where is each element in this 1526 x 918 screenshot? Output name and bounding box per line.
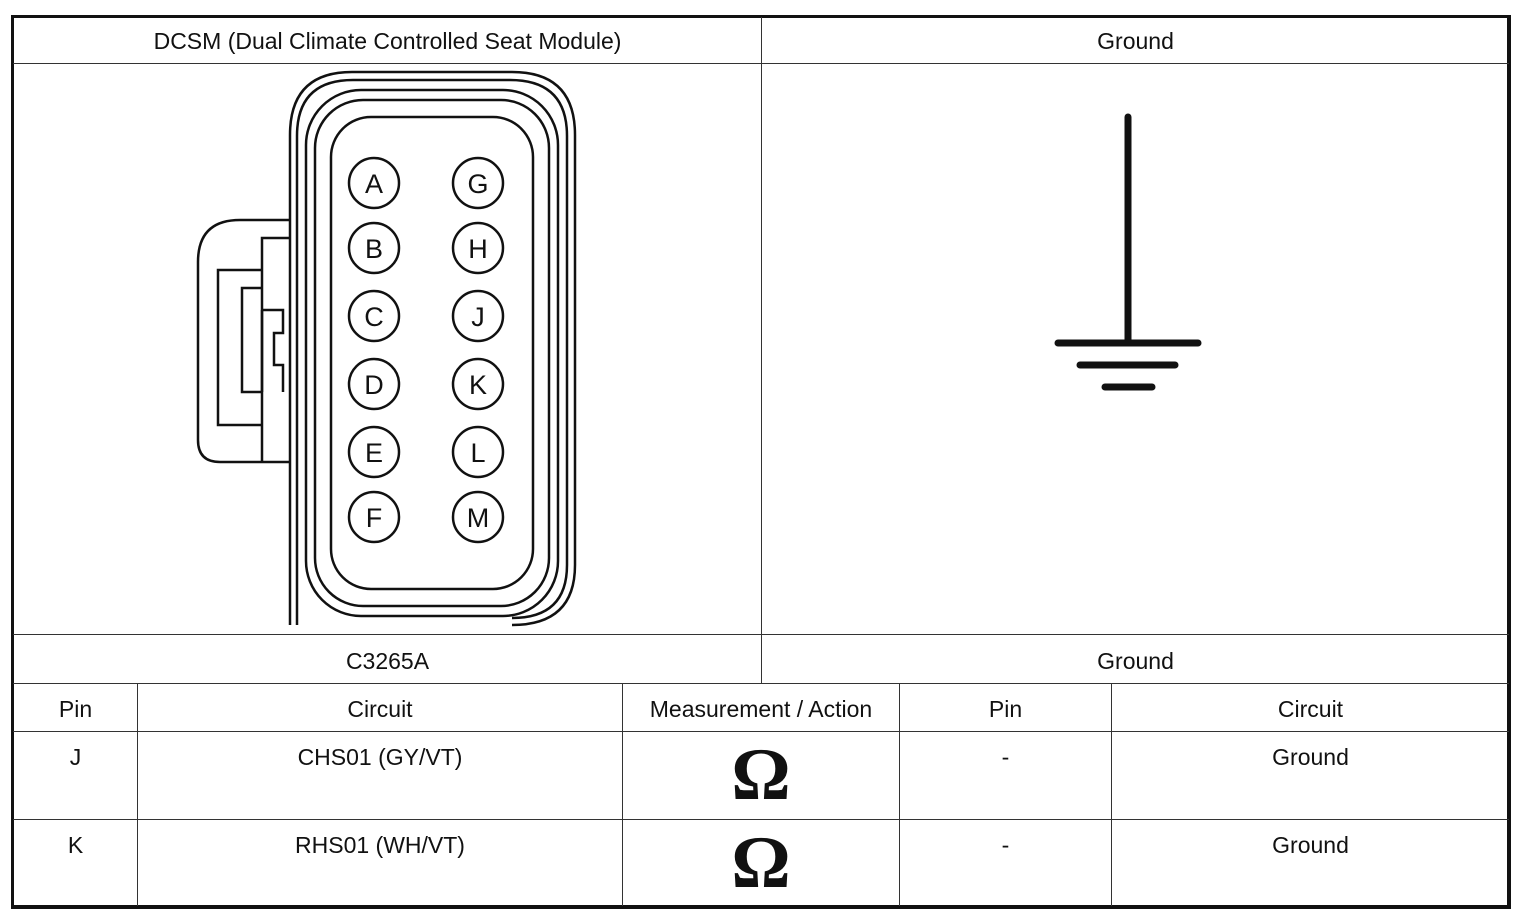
pin-circle-j — [451, 289, 505, 343]
pin-g: G — [451, 156, 505, 210]
divider-col-4 — [1111, 683, 1112, 906]
divider-col-1 — [137, 683, 138, 906]
row-2-pin-2: - — [1001, 832, 1010, 858]
divider-row-2 — [13, 819, 1509, 820]
pin-d: D — [347, 357, 401, 411]
row-1-circuit-2: Ground — [1272, 744, 1349, 770]
header-circuit-2: Circuit — [1277, 696, 1344, 722]
pin-circle-h — [451, 221, 505, 275]
row-2-pin: K — [67, 832, 84, 858]
pin-label-e: E — [365, 438, 383, 468]
pin-column-left: A B C D E F — [347, 156, 401, 544]
pin-j: J — [451, 289, 505, 343]
pin-circle-c — [347, 289, 401, 343]
pin-column-right: G H J K L M — [451, 156, 505, 544]
pin-a: A — [347, 156, 401, 210]
header-circuit: Circuit — [347, 696, 413, 722]
pin-b: B — [347, 221, 401, 275]
header-pin-2: Pin — [988, 696, 1023, 722]
row-1-circuit: CHS01 (GY/VT) — [297, 744, 463, 770]
pin-k: K — [451, 357, 505, 411]
pin-m: M — [451, 490, 505, 544]
divider-col-2 — [622, 683, 623, 906]
pin-label-k: K — [469, 370, 487, 400]
pin-label-l: L — [470, 438, 485, 468]
header-measurement-action: Measurement / Action — [649, 696, 873, 722]
pin-circle-d — [347, 357, 401, 411]
pin-circle-k — [451, 357, 505, 411]
pin-label-c: C — [364, 302, 384, 332]
pin-label-g: G — [467, 169, 488, 199]
row-1-ohm-icon: Ω — [731, 734, 791, 816]
divider-row-1 — [13, 731, 1509, 732]
pin-circle-f — [347, 490, 401, 544]
pin-e: E — [347, 425, 401, 479]
pin-label-a: A — [365, 169, 383, 199]
connector-id-caption: C3265A — [345, 648, 430, 674]
ground-title: Ground — [1097, 28, 1174, 54]
pin-circle-g — [451, 156, 505, 210]
pin-label-f: F — [366, 503, 383, 533]
pin-circle-l — [451, 425, 505, 479]
row-1-pin: J — [69, 744, 82, 770]
divider-top-middle — [761, 17, 762, 684]
ground-caption: Ground — [1097, 648, 1174, 674]
row-2-circuit-2: Ground — [1272, 832, 1349, 858]
connector-housing — [196, 70, 577, 627]
pin-circle-a — [347, 156, 401, 210]
diagram-frame — [11, 15, 1511, 909]
header-pin: Pin — [58, 696, 93, 722]
row-2-circuit: RHS01 (WH/VT) — [295, 832, 465, 858]
pin-circle-e — [347, 425, 401, 479]
pin-h: H — [451, 221, 505, 275]
row-1-pin-2: - — [1001, 744, 1010, 770]
pin-circle-m — [451, 490, 505, 544]
module-title: DCSM (Dual Climate Controlled Seat Modul… — [153, 28, 622, 54]
pin-c: C — [347, 289, 401, 343]
pin-label-h: H — [468, 234, 488, 264]
pin-f: F — [347, 490, 401, 544]
divider-col-3 — [899, 683, 900, 906]
pin-l: L — [451, 425, 505, 479]
row-2-ohm-icon: Ω — [731, 822, 791, 904]
pin-label-d: D — [364, 370, 384, 400]
pin-label-m: M — [467, 503, 490, 533]
pin-label-j: J — [471, 302, 485, 332]
pin-label-b: B — [365, 234, 383, 264]
pin-circle-b — [347, 221, 401, 275]
